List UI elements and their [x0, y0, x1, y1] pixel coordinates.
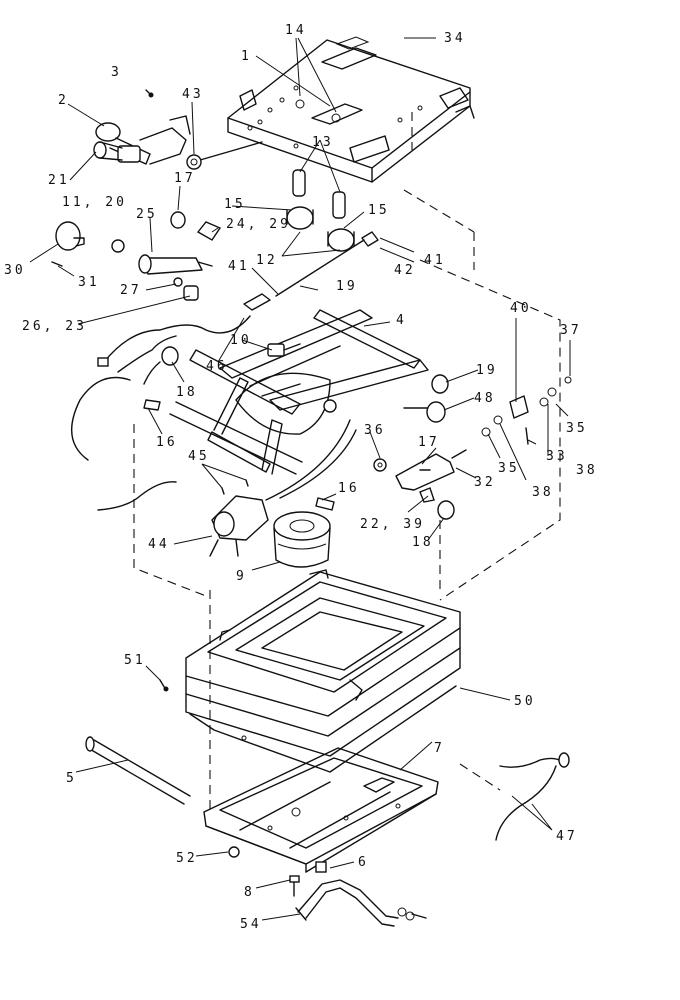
- callout-38-mid: 38: [532, 485, 554, 500]
- callout-37: 37: [560, 323, 582, 338]
- callout-36: 36: [364, 423, 386, 438]
- callout-19-top: 19: [336, 279, 358, 294]
- rubber-bellows: [185, 569, 461, 773]
- callout-19-right: 19: [476, 363, 498, 378]
- callout-6: 6: [358, 855, 369, 870]
- callout-21: 21: [48, 173, 70, 188]
- callout-1: 1: [241, 49, 252, 64]
- callout-18-right: 18: [412, 535, 434, 550]
- callout-50: 50: [514, 694, 536, 709]
- callout-30: 30: [4, 263, 26, 278]
- callout-7: 7: [434, 741, 445, 756]
- callout-5: 5: [66, 771, 77, 786]
- callout-17-right: 17: [418, 435, 440, 450]
- callout-10: 10: [230, 333, 252, 348]
- callout-27: 27: [120, 283, 142, 298]
- callout-22-39: 22, 39: [360, 517, 425, 532]
- callout-35-right: 35: [566, 421, 588, 436]
- callout-14: 14: [285, 23, 307, 38]
- callout-3: 3: [111, 65, 122, 80]
- callout-11-20: 11, 20: [62, 195, 127, 210]
- callout-labels: 14 34 1 3 43 2 13 21 17 11, 20 25 24, 29…: [4, 23, 598, 932]
- callout-52: 52: [176, 851, 198, 866]
- callout-45: 45: [188, 449, 210, 464]
- callout-41-right: 41: [424, 253, 446, 268]
- callout-42: 42: [394, 263, 416, 278]
- callout-35-mid: 35: [498, 461, 520, 476]
- scissor-frame-assembly: [169, 309, 429, 501]
- callout-9: 9: [236, 569, 247, 584]
- callout-12: 12: [256, 253, 278, 268]
- callout-38-right: 38: [576, 463, 598, 478]
- assembly-centerlines: [133, 112, 561, 812]
- callout-16-right: 16: [338, 481, 360, 496]
- callout-31: 31: [78, 275, 100, 290]
- wiring-harness: [71, 293, 271, 511]
- leader-lines: [29, 37, 571, 921]
- callout-15-right: 15: [368, 203, 390, 218]
- top-mounting-plate: [199, 36, 475, 183]
- callout-47: 47: [556, 829, 578, 844]
- callout-46: 46: [206, 359, 228, 374]
- air-compressor-and-spring: [209, 479, 331, 568]
- callout-26-23: 26, 23: [22, 319, 87, 334]
- callout-54: 54: [240, 917, 262, 932]
- callout-32: 32: [474, 475, 496, 490]
- callout-16-left: 16: [156, 435, 178, 450]
- callout-8: 8: [244, 885, 255, 900]
- callout-4: 4: [396, 313, 407, 328]
- small-hardware-right: [143, 346, 572, 520]
- callout-18-left: 18: [176, 385, 198, 400]
- callout-2: 2: [58, 93, 69, 108]
- callout-17-top: 17: [174, 171, 196, 186]
- callout-15-left: 15: [224, 197, 246, 212]
- callout-34: 34: [444, 31, 466, 46]
- callout-41-left: 41: [228, 259, 250, 274]
- callout-24-29: 24, 29: [226, 217, 291, 232]
- callout-40: 40: [510, 301, 532, 316]
- callout-48: 48: [474, 391, 496, 406]
- callout-43: 43: [182, 87, 204, 102]
- callout-51: 51: [124, 653, 146, 668]
- callout-33: 33: [546, 449, 568, 464]
- callout-25: 25: [136, 207, 158, 222]
- callout-13: 13: [312, 135, 334, 150]
- callout-44: 44: [148, 537, 170, 552]
- bushings-12-13-15: [275, 169, 379, 297]
- height-adjust-valve-group: [51, 89, 222, 301]
- base-frame: [85, 679, 570, 927]
